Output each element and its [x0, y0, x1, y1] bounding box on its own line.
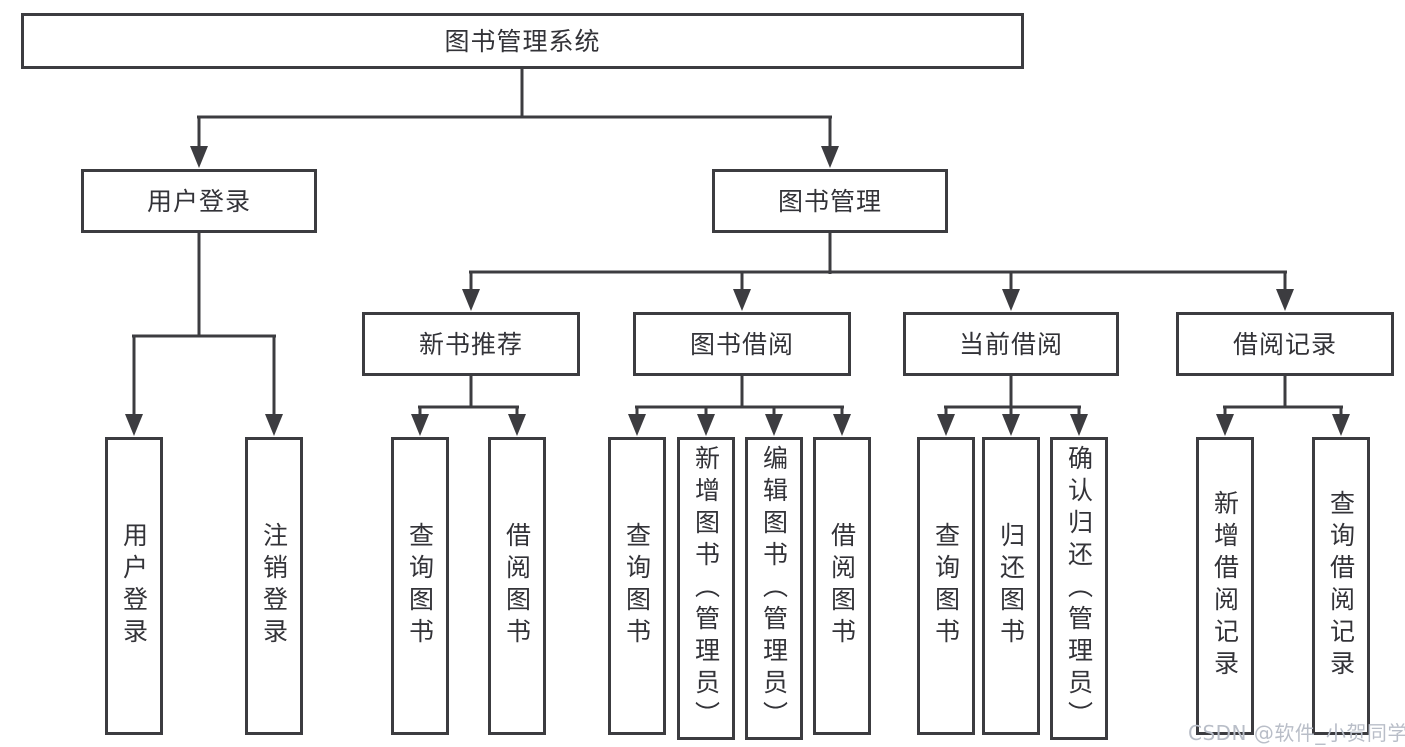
leaf-borrow-books-recommend-label: 借阅图书: [502, 522, 532, 650]
arrow-down-icon: [833, 414, 851, 436]
leaf-query-books-recommend-label: 查询图书: [405, 522, 435, 650]
leaf-confirm-return-admin-label: 确认归还（管理员）: [1064, 444, 1094, 733]
leaf-query-borrow-record-label: 查询借阅记录: [1326, 490, 1356, 682]
arrow-down-icon: [765, 414, 783, 436]
leaf-add-borrow-record: 新增借阅记录: [1196, 437, 1254, 735]
node-book-management-label: 图书管理: [777, 186, 882, 216]
node-current-borrow: 当前借阅: [903, 312, 1119, 376]
node-current-borrow-label: 当前借阅: [958, 329, 1063, 359]
leaf-borrow-books-label: 借阅图书: [827, 522, 857, 650]
arrow-down-icon: [697, 414, 715, 436]
borrow-records-branch: [1216, 376, 1350, 436]
leaf-borrow-books: 借阅图书: [813, 437, 871, 735]
node-book-borrow-label: 图书借阅: [689, 329, 794, 359]
arrow-down-icon: [508, 414, 526, 436]
arrow-down-icon: [1070, 414, 1088, 436]
arrow-down-icon: [1276, 289, 1294, 311]
leaf-query-books-current: 查询图书: [917, 437, 975, 735]
leaf-add-borrow-record-label: 新增借阅记录: [1210, 490, 1240, 682]
arrow-down-icon: [1332, 414, 1350, 436]
node-book-management: 图书管理: [712, 169, 948, 233]
leaf-confirm-return-admin: 确认归还（管理员）: [1050, 437, 1108, 740]
arrow-down-icon: [733, 289, 751, 311]
arrow-down-icon: [265, 414, 283, 436]
node-new-book-recommend: 新书推荐: [362, 312, 580, 376]
leaf-add-books-admin-label: 新增图书（管理员）: [691, 444, 721, 733]
leaf-add-books-admin: 新增图书（管理员）: [677, 437, 735, 740]
node-book-borrow: 图书借阅: [633, 312, 851, 376]
book-management-branch: [462, 233, 1294, 311]
arrow-down-icon: [462, 289, 480, 311]
book-borrow-branch: [628, 376, 851, 436]
arrow-down-icon: [1002, 289, 1020, 311]
node-root-label: 图书管理系统: [444, 26, 601, 56]
arrow-down-icon: [1002, 414, 1020, 436]
arrow-down-icon: [125, 414, 143, 436]
leaf-return-books-label: 归还图书: [996, 522, 1026, 650]
arrow-down-icon: [190, 146, 208, 168]
user-login-branch: [125, 233, 283, 436]
new-book-branch: [411, 376, 526, 436]
node-user-login-label: 用户登录: [146, 186, 251, 216]
leaf-query-books-recommend: 查询图书: [391, 437, 449, 735]
arrow-down-icon: [937, 414, 955, 436]
node-new-book-recommend-label: 新书推荐: [418, 329, 523, 359]
node-borrow-records-label: 借阅记录: [1232, 329, 1337, 359]
node-root: 图书管理系统: [21, 13, 1024, 69]
leaf-query-books-current-label: 查询图书: [931, 522, 961, 650]
leaf-user-login-label: 用户登录: [119, 522, 149, 650]
leaf-query-books-borrow: 查询图书: [608, 437, 666, 735]
arrow-down-icon: [411, 414, 429, 436]
leaf-query-books-borrow-label: 查询图书: [622, 522, 652, 650]
leaf-logout-label: 注销登录: [259, 522, 289, 650]
leaf-borrow-books-recommend: 借阅图书: [488, 437, 546, 735]
arrow-down-icon: [821, 146, 839, 168]
node-borrow-records: 借阅记录: [1176, 312, 1394, 376]
leaf-edit-books-admin: 编辑图书（管理员）: [745, 437, 803, 740]
leaf-logout: 注销登录: [245, 437, 303, 735]
root-branch: [190, 69, 839, 168]
leaf-edit-books-admin-label: 编辑图书（管理员）: [759, 444, 789, 733]
leaf-query-borrow-record: 查询借阅记录: [1312, 437, 1370, 735]
arrow-down-icon: [628, 414, 646, 436]
node-user-login: 用户登录: [81, 169, 317, 233]
arrow-down-icon: [1216, 414, 1234, 436]
leaf-user-login: 用户登录: [105, 437, 163, 735]
csdn-watermark: CSDN @软件_小贺同学: [1188, 721, 1405, 745]
leaf-return-books: 归还图书: [982, 437, 1040, 735]
current-borrow-branch: [937, 376, 1088, 436]
